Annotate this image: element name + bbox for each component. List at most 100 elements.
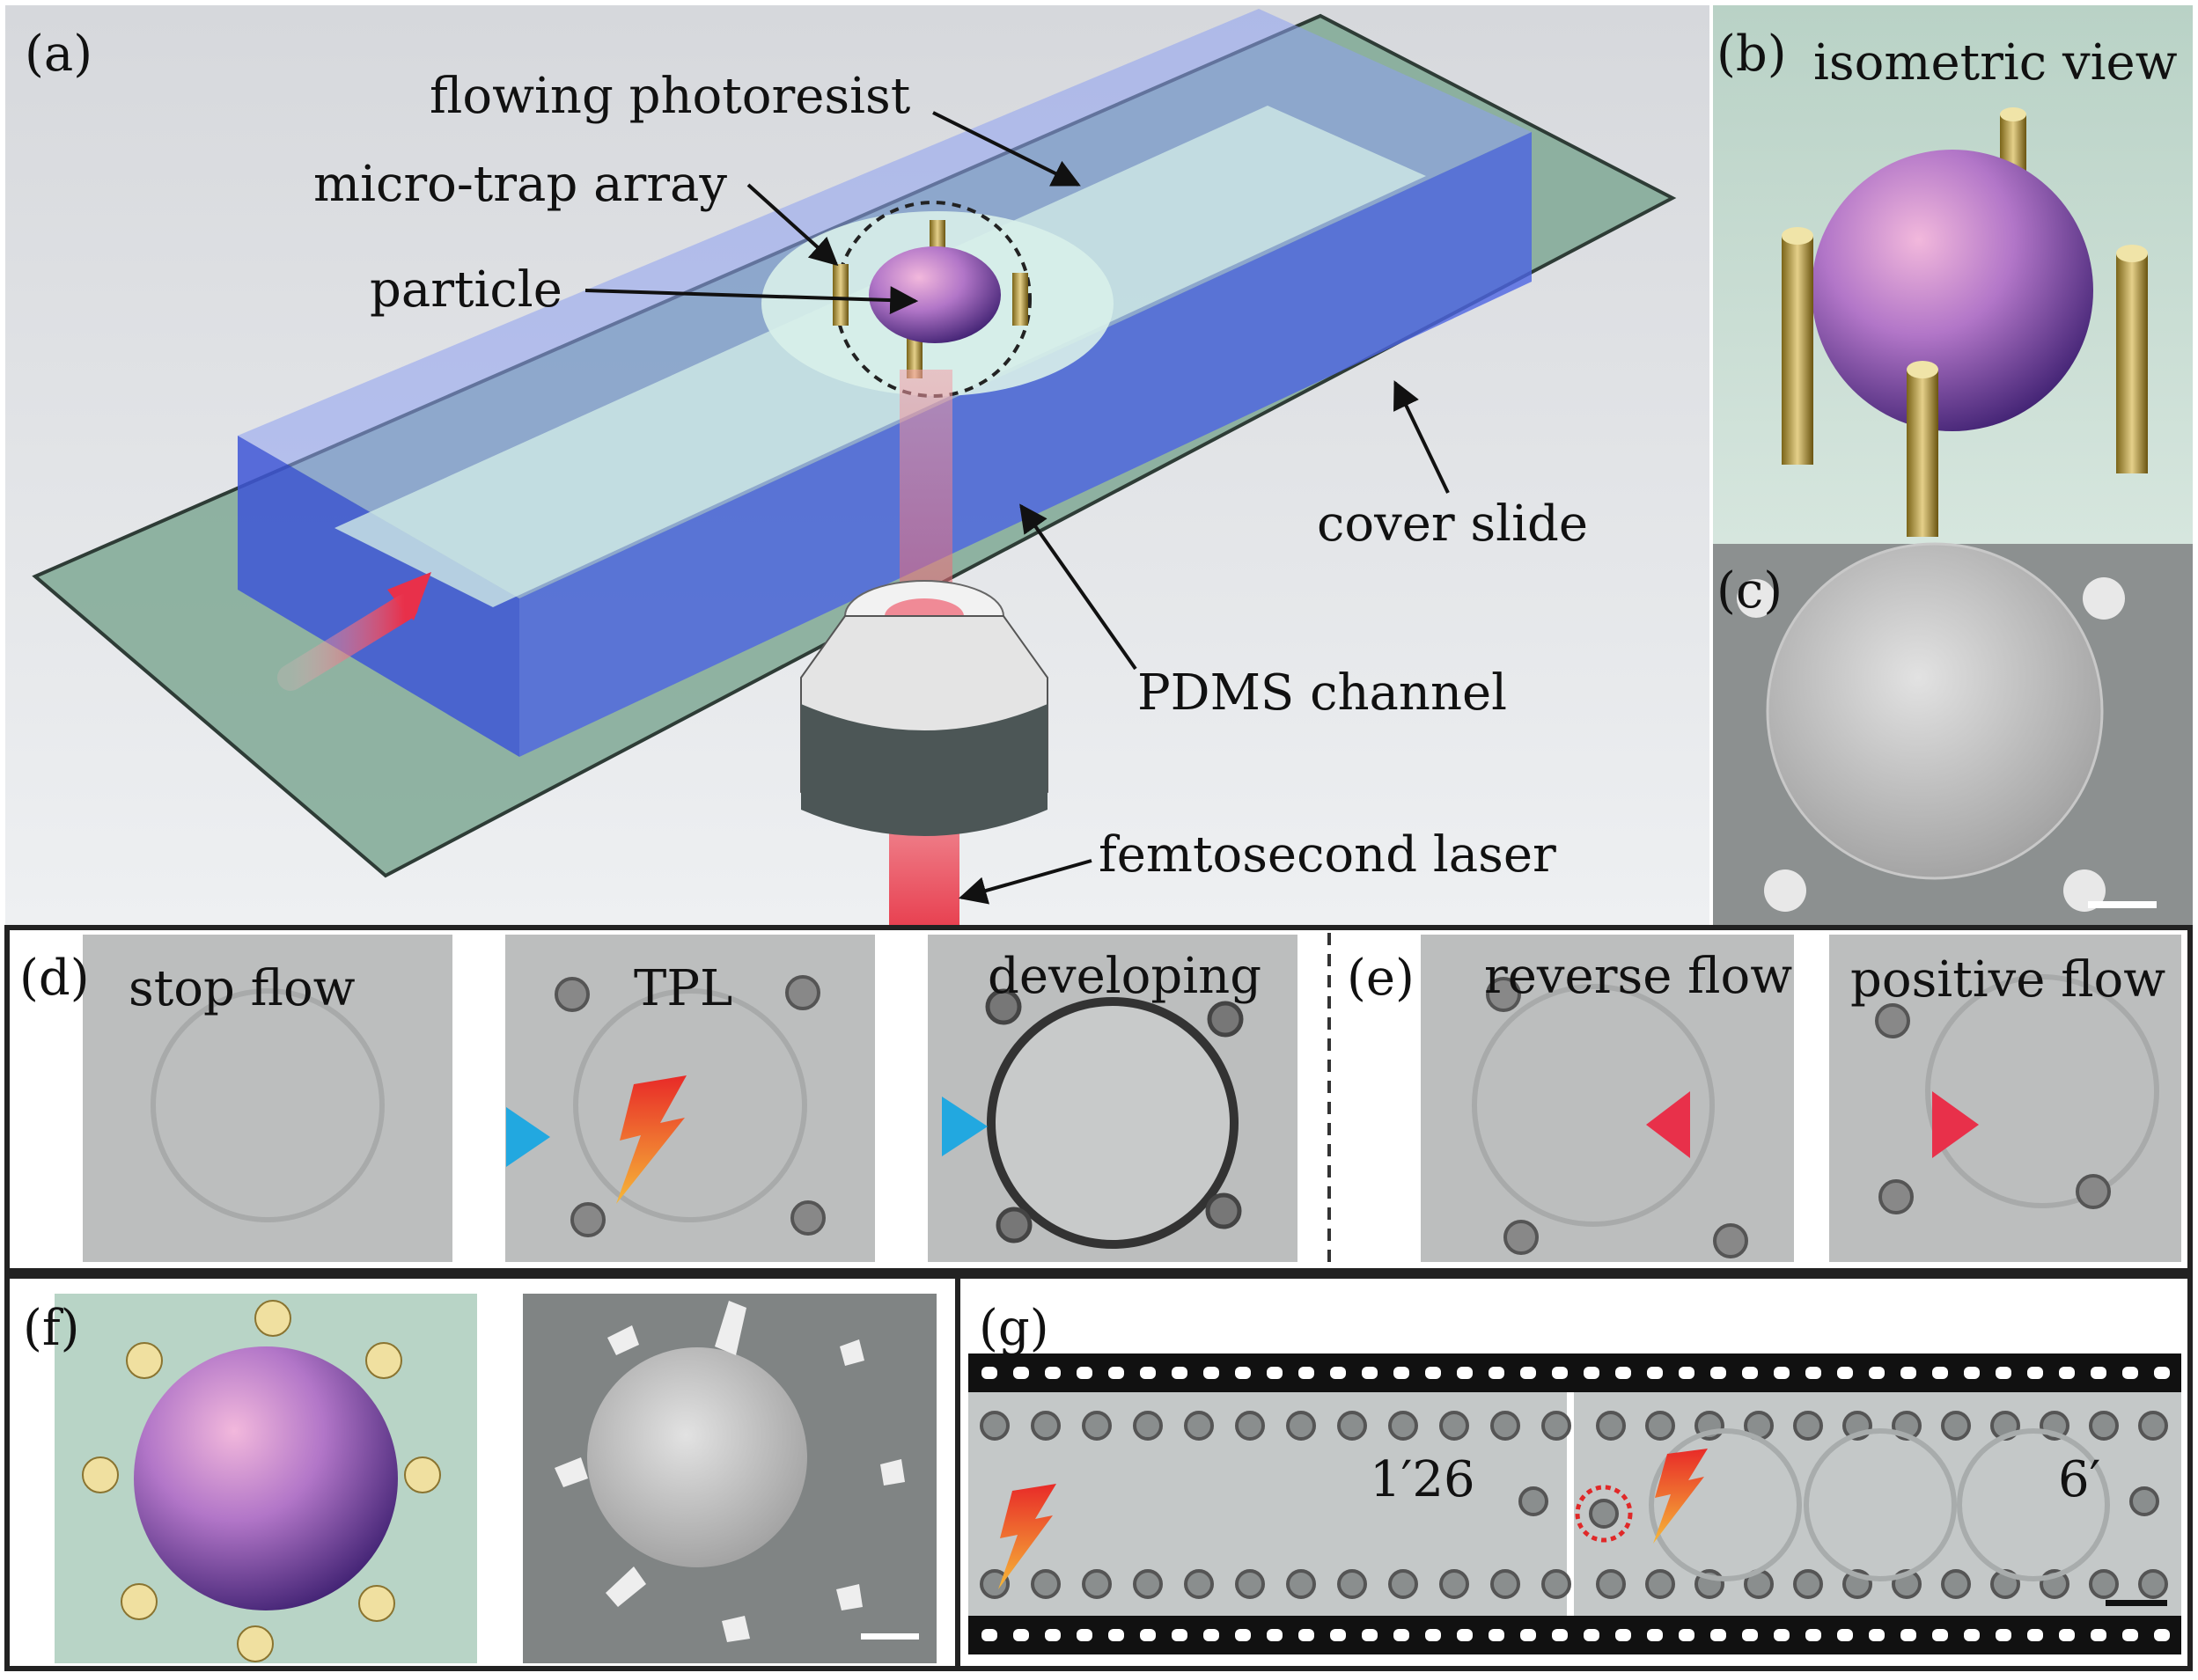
film-hole xyxy=(1140,1367,1156,1379)
g-pillar xyxy=(1541,1411,1571,1441)
iso-pillar xyxy=(2116,253,2148,473)
particle-sphere xyxy=(869,246,1001,343)
iso-pillar xyxy=(1782,236,1813,465)
film-hole xyxy=(1805,1629,1821,1641)
g-pillar xyxy=(1082,1569,1112,1599)
g-pillar xyxy=(1793,1411,1823,1441)
film-hole xyxy=(1330,1629,1346,1641)
panel-b: (b) isometric view xyxy=(1713,5,2193,544)
g-pillar xyxy=(1439,1411,1469,1441)
g-pillar xyxy=(1645,1569,1675,1599)
g-trapped-particle xyxy=(1649,1428,1802,1581)
f-pillar xyxy=(365,1342,402,1379)
film-hole xyxy=(1298,1367,1314,1379)
g-pillar xyxy=(1518,1486,1548,1516)
film-hole xyxy=(1996,1629,2011,1641)
film-hole xyxy=(1267,1367,1283,1379)
film-hole xyxy=(1045,1629,1061,1641)
g-pillar xyxy=(1286,1569,1316,1599)
film-hole xyxy=(1932,1629,1948,1641)
film-hole xyxy=(1552,1367,1568,1379)
film-hole xyxy=(2091,1629,2106,1641)
film-hole xyxy=(1298,1629,1314,1641)
film-hole xyxy=(1108,1367,1124,1379)
pdms-front-left xyxy=(238,436,519,757)
sem-pillar xyxy=(2083,577,2125,620)
d-pillar xyxy=(1205,1192,1242,1229)
f-pillar xyxy=(121,1583,158,1620)
e-particle-outline xyxy=(1472,984,1715,1227)
lightning-bolt-icon xyxy=(616,1075,687,1204)
g-pillar xyxy=(1439,1569,1469,1599)
lightning-bolt-icon xyxy=(998,1484,1056,1589)
film-hole xyxy=(1330,1367,1346,1379)
trap-pillar xyxy=(833,264,849,326)
inflow-arrow xyxy=(277,594,418,691)
d-pillar xyxy=(570,1202,606,1237)
e-step-positive-flow: positive flow xyxy=(1850,951,2165,1009)
film-hole xyxy=(1615,1629,1631,1641)
f-pillar xyxy=(358,1585,395,1622)
film-hole xyxy=(1679,1367,1694,1379)
f-sem-pillar xyxy=(555,1457,588,1487)
film-hole xyxy=(1869,1629,1885,1641)
label-micro-trap-array: micro-trap array xyxy=(313,156,727,213)
film-hole xyxy=(2122,1629,2138,1641)
film-hole xyxy=(1172,1629,1187,1641)
film-hole xyxy=(2122,1367,2138,1379)
e-pillar xyxy=(1875,1003,1910,1038)
g-pillar xyxy=(1082,1411,1112,1441)
g-trapped-particle xyxy=(1804,1428,1957,1581)
g-pillar xyxy=(1388,1569,1418,1599)
pointer-cover-slide xyxy=(1393,380,1450,494)
iso-pillar-cap xyxy=(1782,227,1813,245)
e-pillar xyxy=(2076,1174,2111,1209)
panel-b-title: isometric view xyxy=(1813,34,2178,92)
d-particle-outline xyxy=(987,997,1239,1249)
g-pillar xyxy=(1337,1411,1367,1441)
g-pillar xyxy=(1031,1411,1061,1441)
panel-g-tag: (g) xyxy=(979,1300,1049,1357)
film-hole xyxy=(1013,1367,1029,1379)
g-time-left: 1′26 xyxy=(1370,1451,1475,1508)
g-pillar xyxy=(2138,1569,2168,1599)
film-hole xyxy=(2027,1629,2043,1641)
g-pillar xyxy=(1235,1569,1265,1599)
film-hole xyxy=(981,1367,997,1379)
film-hole xyxy=(1742,1629,1758,1641)
f-sem-pillar xyxy=(880,1459,905,1486)
f-pillar xyxy=(254,1300,291,1337)
film-hole xyxy=(1805,1367,1821,1379)
iso-pillar-cap xyxy=(2116,245,2148,262)
g-pillar xyxy=(980,1569,1010,1599)
film-hole xyxy=(1647,1367,1663,1379)
film-hole xyxy=(1362,1367,1378,1379)
d-pillar xyxy=(1207,1001,1244,1038)
film-hole xyxy=(1108,1629,1124,1641)
iso-sphere xyxy=(1812,150,2093,431)
film-hole xyxy=(1679,1629,1694,1641)
d-step-developing: developing xyxy=(988,948,1261,1005)
g-pillar xyxy=(1184,1569,1214,1599)
f-sem-pillar xyxy=(715,1301,746,1355)
film-hole xyxy=(1267,1629,1283,1641)
d-pillar xyxy=(996,1207,1033,1243)
sem-sphere xyxy=(1766,542,2104,880)
film-hole xyxy=(1520,1367,1536,1379)
panel-b-tag: (b) xyxy=(1716,26,1787,83)
g-pillar xyxy=(1337,1569,1367,1599)
scale-bar xyxy=(2088,901,2157,908)
film-hole xyxy=(1077,1367,1092,1379)
film-hole xyxy=(1996,1367,2011,1379)
g-pillar xyxy=(2129,1486,2159,1516)
g-pillar xyxy=(1941,1569,1971,1599)
f-pillar xyxy=(82,1456,119,1493)
g-pillar xyxy=(2089,1411,2119,1441)
g-time-right: 6′ xyxy=(2058,1451,2100,1508)
f-pillar xyxy=(404,1456,441,1493)
panel-a: (a) flowing photoresist micro-trap array… xyxy=(5,5,1709,928)
panel-e-tag: (e) xyxy=(1347,950,1415,1007)
pointer-pdms xyxy=(1019,503,1137,671)
film-hole xyxy=(1710,1629,1726,1641)
panel-g: (g) 1′26 6′ xyxy=(955,1273,2193,1671)
